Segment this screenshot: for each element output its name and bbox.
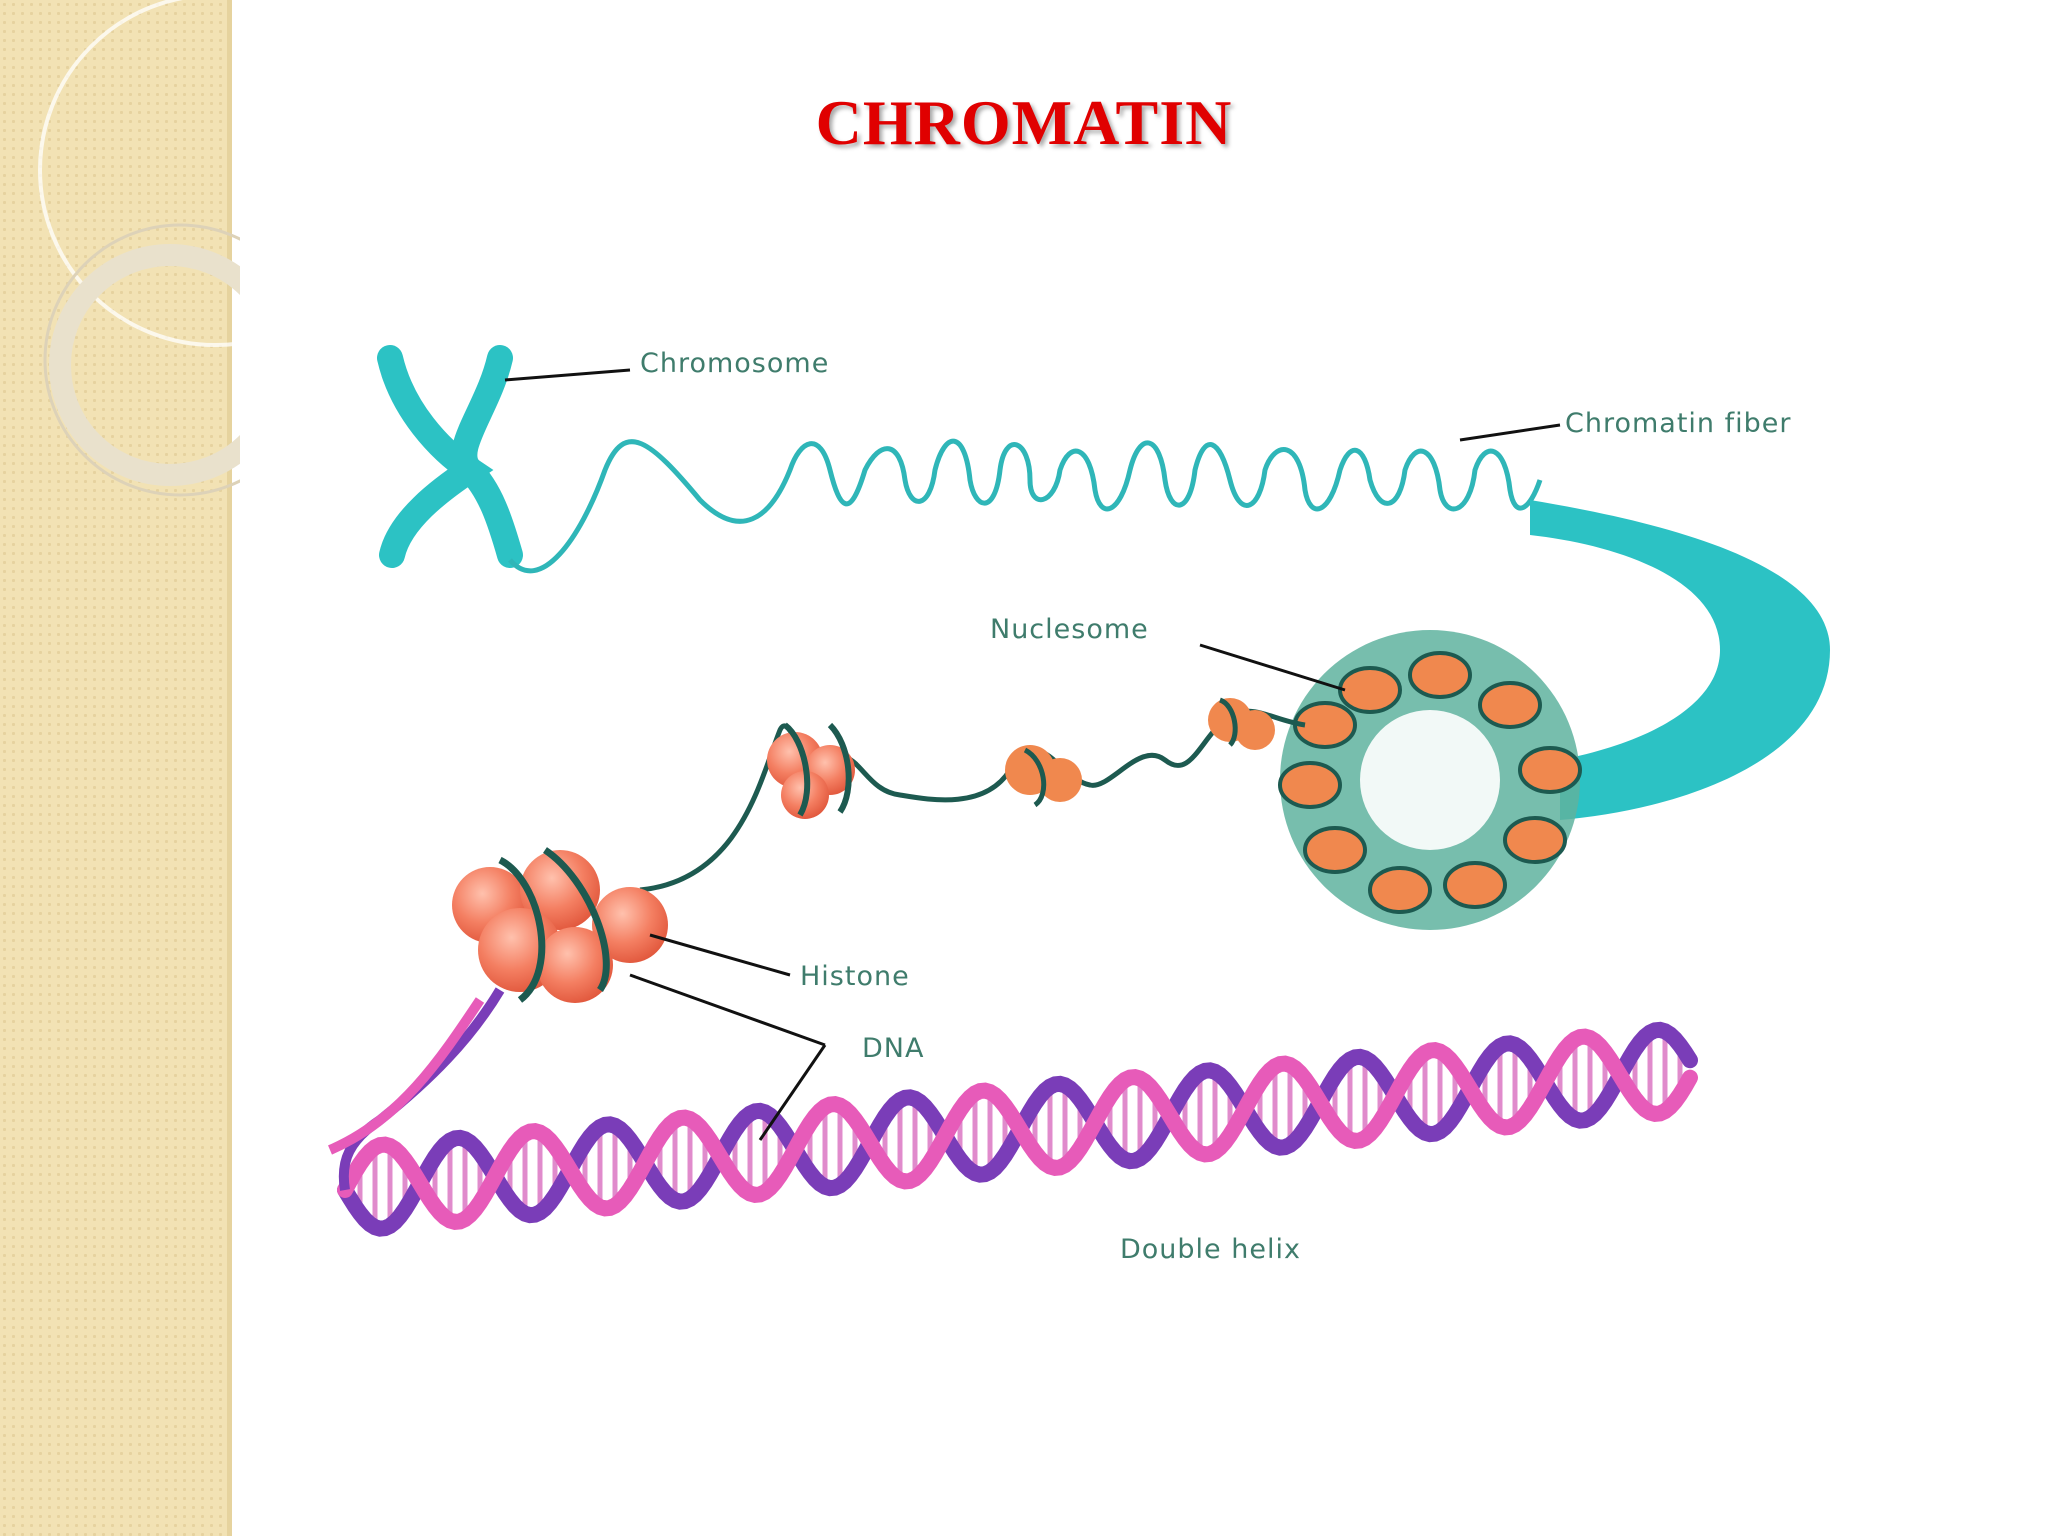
side-panel-edge xyxy=(227,0,232,1536)
slide-title: CHROMATIN xyxy=(815,87,1233,158)
label-histone: Histone xyxy=(800,961,910,992)
label-chromatin-fiber: Chromatin fiber xyxy=(1565,408,1791,439)
chromatin-fiber-line xyxy=(508,438,1543,574)
double-helix xyxy=(328,987,1698,1237)
histone-octamer xyxy=(452,847,668,1003)
chromatin-fiber-tail xyxy=(1530,500,1830,820)
label-nucleosome: Nuclesome xyxy=(990,614,1149,645)
label-chromosome: Chromosome xyxy=(640,348,829,379)
nucleosome-beads xyxy=(767,697,1275,819)
chromosome-shape xyxy=(377,345,523,568)
solenoid-cluster xyxy=(1278,630,1582,930)
linker-dna xyxy=(639,708,1306,893)
leader-lines xyxy=(504,368,1561,1141)
label-double-helix: Double helix xyxy=(1120,1234,1301,1265)
label-dna: DNA xyxy=(862,1033,924,1064)
